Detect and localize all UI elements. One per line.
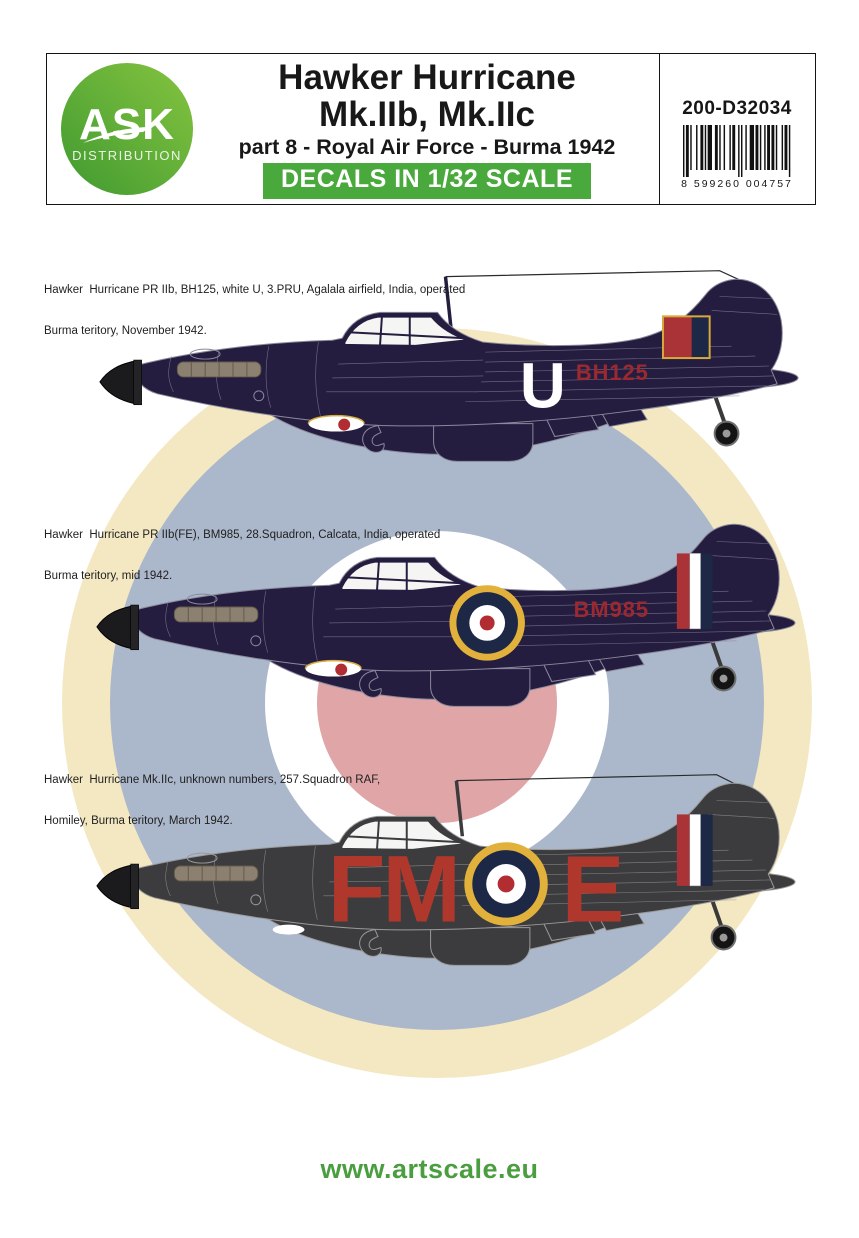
aircraft-profile-1: U BH125 <box>97 270 801 464</box>
page-title-line2: Mk.IIb, Mk.IIc <box>319 95 535 134</box>
fin-flash <box>661 315 711 360</box>
fuselage-roundel <box>449 585 525 661</box>
logo-swoosh-icon <box>83 127 151 143</box>
antenna-wire <box>445 270 746 284</box>
barcode-block: 200-D32034 8 599260 004757 <box>661 54 813 204</box>
belly-roundel <box>304 659 362 677</box>
page-subtitle: part 8 - Royal Air Force - Burma 1942 <box>238 135 616 159</box>
profile-1-caption: Hawker Hurricane PR IIb, BH125, white U,… <box>44 257 465 366</box>
caption-line: Hawker Hurricane Mk.IIc, unknown numbers… <box>44 774 381 787</box>
page-title-line1: Hawker Hurricane <box>278 58 576 97</box>
aircraft-profile-2: BM985 <box>94 522 798 709</box>
squadron-code-left: FM <box>328 837 458 942</box>
logo-circle <box>61 63 193 195</box>
fin-flash <box>676 814 713 887</box>
product-code: 200-D32034 <box>682 98 792 119</box>
belly-marking <box>272 924 305 935</box>
scale-badge: DECALS IN 1/32 SCALE <box>262 163 591 199</box>
caption-line: Burma teritory, November 1942. <box>44 324 207 337</box>
squadron-code-right: E <box>561 837 621 942</box>
fin-flash <box>676 553 713 630</box>
ask-logo: ASK DISTRIBUTION <box>59 61 195 197</box>
profile-3-caption: Hawker Hurricane Mk.IIc, unknown numbers… <box>44 747 380 856</box>
antenna-mast <box>443 276 454 333</box>
caption-line: Hawker Hurricane PR IIb, BH125, white U,… <box>44 284 466 297</box>
squadron-code-letter: U <box>520 351 566 422</box>
title-block: Hawker Hurricane Mk.IIb, Mk.IIc part 8 -… <box>197 59 657 199</box>
antenna-mast <box>454 780 465 837</box>
barcode <box>683 125 791 177</box>
header-divider <box>659 54 660 204</box>
logo-brand-text: ASK <box>79 100 175 149</box>
website-url: www.artscale.eu <box>320 1154 539 1184</box>
caption-line: Hawker Hurricane PR IIb(FE), BM985, 28.S… <box>44 529 441 542</box>
serial-number: BH125 <box>576 360 649 385</box>
header: ASK DISTRIBUTION Hawker Hurricane Mk.IIb… <box>46 53 816 205</box>
fuselage-roundel <box>464 842 548 926</box>
aircraft-profile-3: FM E <box>94 774 798 968</box>
belly-roundel <box>307 414 365 432</box>
caption-line: Burma teritory, mid 1942. <box>44 569 173 582</box>
antenna-wire <box>456 774 741 788</box>
barcode-digits: 8 599260 004757 <box>681 178 793 190</box>
profile-2-caption: Hawker Hurricane PR IIb(FE), BM985, 28.S… <box>44 502 440 611</box>
logo-sub-text: DISTRIBUTION <box>72 148 182 163</box>
serial-number: BM985 <box>574 597 649 622</box>
caption-line: Homiley, Burma teritory, March 1942. <box>44 814 233 827</box>
